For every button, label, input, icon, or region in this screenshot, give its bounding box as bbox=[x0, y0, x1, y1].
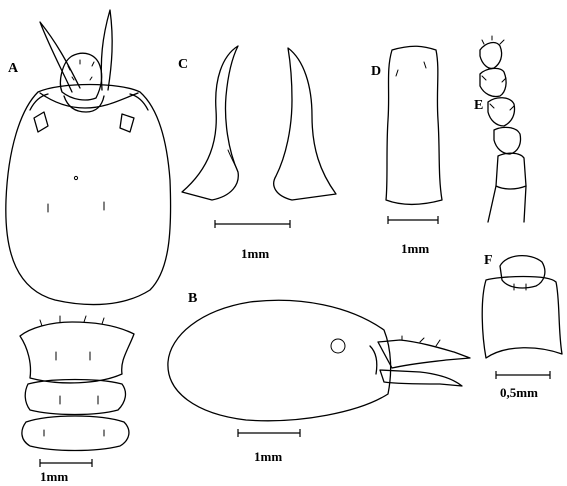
panel-label-f: F bbox=[484, 253, 493, 268]
panel-label-d: D bbox=[371, 64, 381, 79]
scale-bar-a bbox=[39, 459, 93, 467]
panel-d-drawing bbox=[385, 45, 443, 206]
scale-bar-d bbox=[387, 216, 439, 224]
panel-label-a: A bbox=[8, 61, 19, 76]
panel-b-drawing bbox=[167, 299, 471, 422]
scale-label-c: 1mm bbox=[241, 246, 269, 261]
panel-label-e: E bbox=[474, 98, 483, 113]
panel-c-drawing bbox=[181, 45, 337, 201]
scale-label-a: 1mm bbox=[40, 469, 68, 484]
scale-label-b: 1mm bbox=[254, 449, 282, 464]
scale-bar-c bbox=[214, 220, 291, 228]
scale-label-d: 1mm bbox=[401, 241, 429, 256]
panel-f-drawing bbox=[481, 255, 563, 359]
scale-bar-b bbox=[237, 429, 301, 437]
scale-label-f: 0,5mm bbox=[500, 385, 538, 400]
scale-bar-f bbox=[495, 371, 551, 379]
panel-e-drawing bbox=[479, 35, 527, 223]
panel-label-c: C bbox=[178, 57, 188, 72]
panel-label-b: B bbox=[188, 291, 197, 306]
panel-a-drawing bbox=[5, 9, 172, 452]
